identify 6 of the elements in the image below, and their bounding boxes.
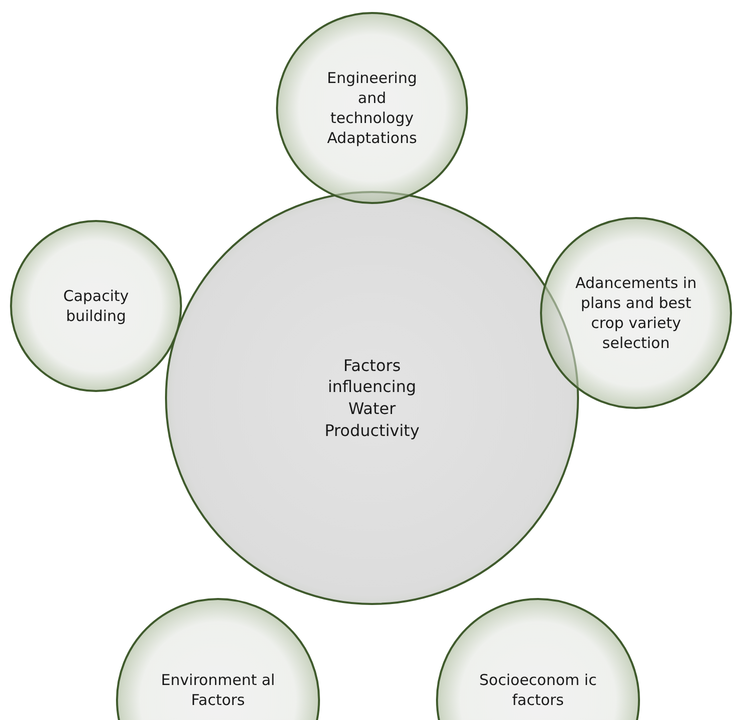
- node-label: Engineering and technology Adaptations: [326, 68, 418, 148]
- node-label: Adancements in plans and best crop variety selection: [574, 272, 698, 354]
- node-label: Environment al Factors: [160, 670, 276, 710]
- node-label: Factors influencing Water Productivity: [324, 354, 420, 442]
- node-label: Capacity building: [62, 286, 130, 326]
- node-label: Socioeconom ic factors: [479, 670, 597, 710]
